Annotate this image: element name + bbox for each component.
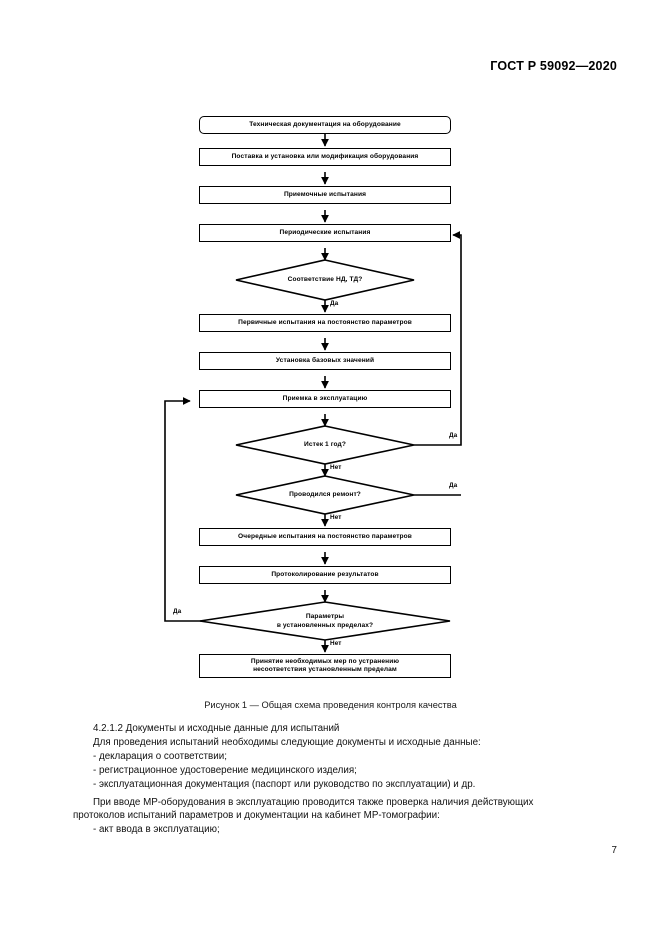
list-item: - регистрационное удостоверение медицинс… (93, 764, 357, 776)
flow-edge-label-one-year-yes: Да (448, 432, 459, 439)
flow-edge-label-parameters-no: Нет (329, 640, 343, 647)
flow-edge-label-compliance-yes: Да (329, 300, 340, 307)
flow-node-baseline-values[interactable]: Установка базовых значений (199, 352, 451, 370)
flow-node-acceptance-tests[interactable]: Приемочные испытания (199, 186, 451, 204)
list-item: - эксплуатационная документация (паспорт… (93, 778, 476, 790)
figure-caption: Рисунок 1 — Общая схема проведения контр… (204, 700, 457, 710)
flow-edge-label-repair-yes: Да (448, 482, 459, 489)
list-item: - декларация о соответствии; (93, 750, 227, 762)
flowchart-quality-control: Техническая документация на оборудование… (0, 104, 661, 694)
flow-node-corrective-measures-line1: Принятие необходимых мер по устранению (250, 657, 400, 665)
body-text: 4.2.1.2 Документы и исходные данные для … (73, 722, 593, 837)
document-header-standard-number: ГОСТ Р 59092—2020 (490, 59, 617, 73)
flow-node-acceptance-into-operation[interactable]: Приемка в эксплуатацию (199, 390, 451, 408)
flow-edge-label-parameters-yes: Да (172, 608, 183, 615)
flow-node-results-logging[interactable]: Протоколирование результатов (199, 566, 451, 584)
flow-node-technical-documentation[interactable]: Техническая документация на оборудование (199, 116, 451, 134)
paragraph-mr-equipment-line2: протоколов испытаний параметров и докуме… (73, 810, 440, 822)
section-heading-4-2-1-2: 4.2.1.2 Документы и исходные данные для … (93, 723, 340, 734)
flow-node-routine-constancy-tests[interactable]: Очередные испытания на постоянство парам… (199, 528, 451, 546)
flow-edge-label-one-year-no: Нет (329, 464, 343, 471)
paragraph-intro: Для проведения испытаний необходимы след… (93, 736, 481, 748)
flow-node-supply-installation[interactable]: Поставка и установка или модификация обо… (199, 148, 451, 166)
flow-node-corrective-measures-line2: несоответствия установленным пределам (253, 666, 397, 673)
flow-node-periodic-tests[interactable]: Периодические испытания (199, 224, 451, 242)
flow-node-corrective-measures[interactable]: Принятие необходимых мер по устранению н… (199, 654, 451, 678)
page-number: 7 (611, 845, 617, 856)
paragraph-mr-equipment-line1: При вводе МР-оборудования в эксплуатацию… (93, 796, 534, 808)
flow-node-primary-constancy-tests[interactable]: Первичные испытания на постоянство парам… (199, 314, 451, 332)
flowchart-connectors (164, 134, 462, 653)
flow-edge-label-repair-no: Нет (329, 514, 343, 521)
list-item: - акт ввода в эксплуатацию; (93, 824, 220, 836)
